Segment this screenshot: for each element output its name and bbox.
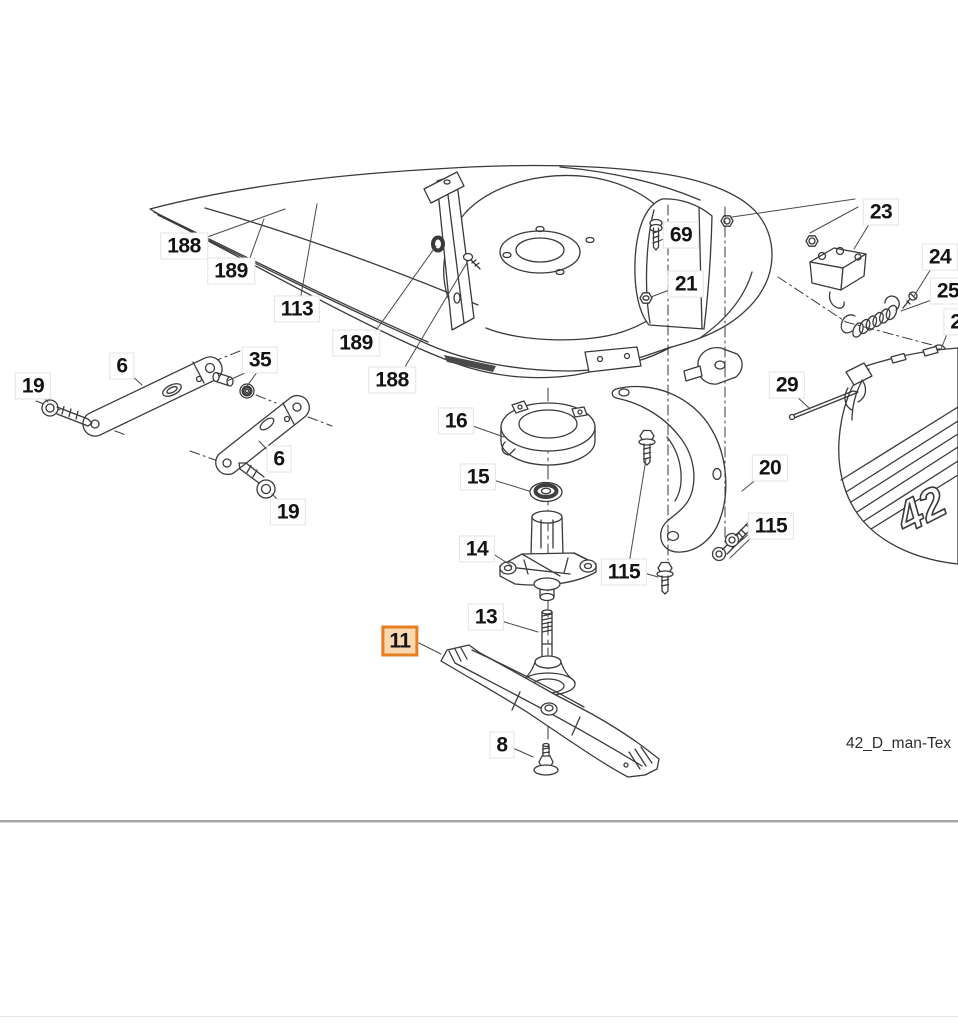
bolt-19-upper [41, 399, 93, 427]
part-label-6[interactable]: 6 [266, 445, 292, 473]
part-label-13[interactable]: 13 [467, 603, 505, 631]
part-label-19[interactable]: 19 [269, 498, 307, 526]
part-label-113[interactable]: 113 [273, 295, 321, 323]
deck-nut-21 [639, 292, 653, 304]
part-label-11-selected[interactable]: 11 [381, 625, 419, 657]
part-label-16[interactable]: 16 [437, 407, 475, 435]
footer-divider-line [0, 820, 958, 822]
footer-divider-shadow [0, 822, 958, 823]
label-leader-lines [39, 198, 950, 758]
bolts-115 [638, 429, 756, 595]
part-label-2[interactable]: 2 [943, 308, 958, 336]
part-label-6[interactable]: 6 [109, 352, 135, 380]
spindle-housing-14 [499, 510, 597, 602]
part-label-189[interactable]: 189 [332, 329, 380, 357]
bushing-35 [212, 371, 255, 399]
deck-left-strut [423, 171, 481, 331]
part-label-69[interactable]: 69 [662, 221, 700, 249]
brake-arm-20 [611, 385, 727, 553]
part-label-25[interactable]: 25 [929, 277, 958, 305]
deflector-cover: 42 [838, 345, 958, 565]
brake-bracket-23 [809, 246, 867, 309]
blade-bolt-8 [533, 742, 559, 776]
part-label-188[interactable]: 188 [368, 366, 416, 394]
left-bracket-assembly [35, 348, 333, 499]
hinge-pin-29 [788, 390, 859, 421]
part-label-35[interactable]: 35 [241, 346, 279, 374]
friction-wheel-16 [500, 400, 596, 466]
spring-25 [840, 295, 900, 338]
mower-blade-11 [440, 644, 660, 778]
part-label-115[interactable]: 115 [600, 558, 648, 586]
deck-nut-right [805, 235, 819, 247]
part-label-188[interactable]: 188 [160, 232, 208, 260]
deck-hinge-bracket [683, 346, 743, 385]
part-label-29[interactable]: 29 [768, 371, 806, 399]
bolt-19-lower [238, 462, 276, 499]
part-label-15[interactable]: 15 [459, 463, 497, 491]
part-label-24[interactable]: 24 [921, 243, 958, 271]
part-label-21[interactable]: 21 [667, 270, 705, 298]
deck-screw-69 [649, 218, 663, 251]
page-bottom-line [0, 1016, 958, 1017]
right-centerlines [667, 204, 937, 561]
watermark-text: 42_D_man-Tex [846, 735, 952, 752]
part-label-189[interactable]: 189 [207, 257, 255, 285]
part-label-115[interactable]: 115 [747, 512, 795, 540]
part-label-19[interactable]: 19 [14, 372, 52, 400]
part-label-20[interactable]: 20 [751, 454, 789, 482]
part-label-14[interactable]: 14 [458, 535, 496, 563]
part-label-8[interactable]: 8 [489, 731, 515, 759]
bearing-15 [529, 481, 563, 503]
part-label-23[interactable]: 23 [862, 198, 900, 226]
deck-nut-left [720, 215, 734, 227]
deck-right-tower [634, 198, 713, 330]
